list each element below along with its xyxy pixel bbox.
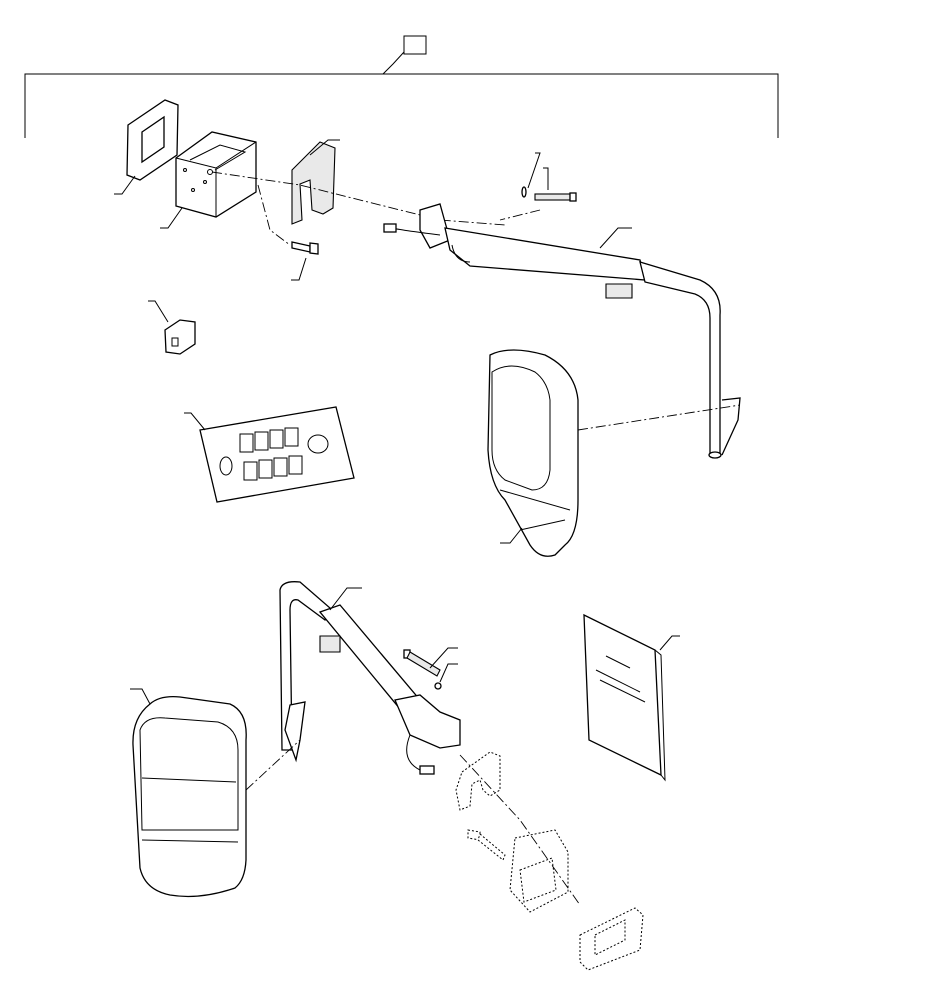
part-mounting-block-lower [509, 829, 569, 913]
part-pin-upper [521, 152, 577, 202]
part-pin-lower [403, 647, 458, 690]
part-manual [583, 613, 680, 782]
part-screw [291, 241, 319, 281]
part-mirror-head-lower [130, 688, 301, 898]
part-decal [184, 406, 355, 503]
part-screw-lower [467, 829, 506, 861]
part-gasket-upper [114, 99, 179, 195]
part-mirror-head-upper [487, 349, 741, 557]
part-gasket-lower [579, 907, 644, 971]
part-spacer [291, 139, 340, 225]
part-mirror-arm-upper [383, 203, 741, 459]
part-connector [148, 300, 196, 355]
assembly-bracket [24, 35, 779, 138]
part-spacer-lower [455, 751, 501, 811]
part-mounting-block [160, 131, 257, 229]
part-mirror-arm-lower [279, 581, 461, 775]
assembly-number-box [403, 35, 427, 55]
